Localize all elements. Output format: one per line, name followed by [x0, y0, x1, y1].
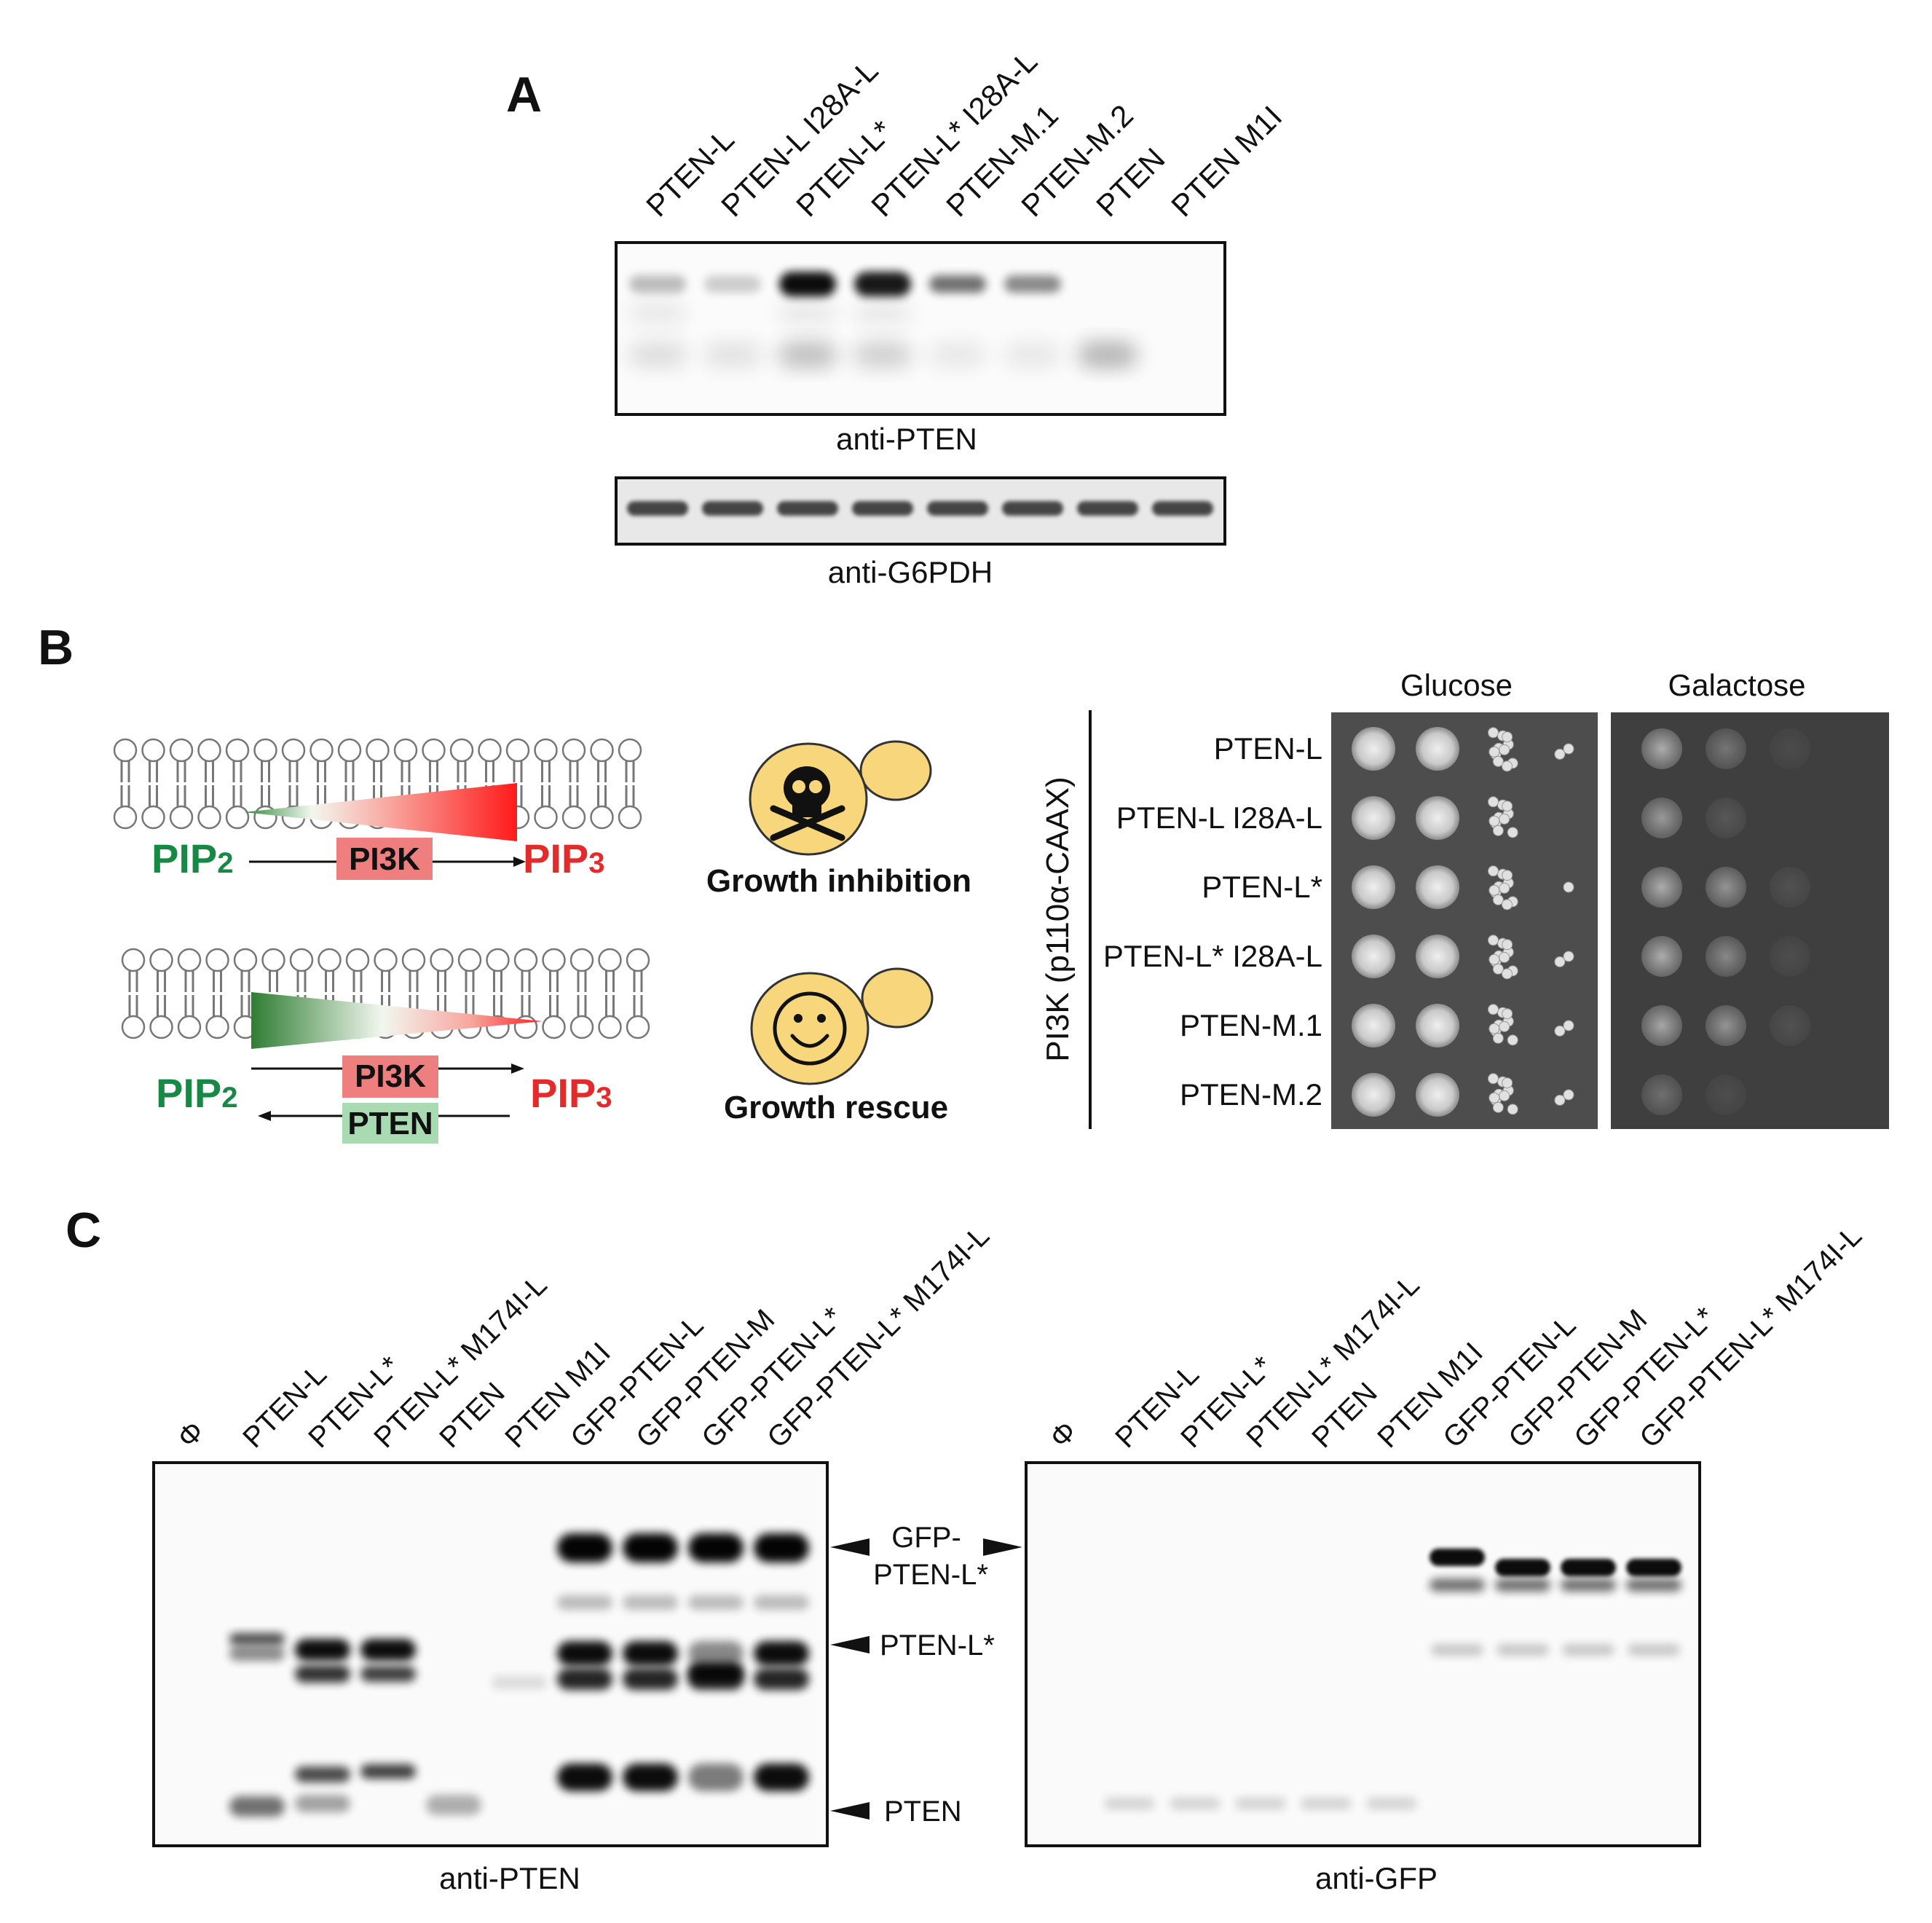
blot-anti-g6pdh [615, 476, 1226, 546]
media-galactose: Galactose [1668, 668, 1805, 702]
lane-label: Φ [1044, 1415, 1083, 1455]
pi3k-box-bottom: PI3K [355, 1058, 426, 1094]
spot-row-label: PTEN-L* [1202, 870, 1322, 904]
blot-anti-pten-a-label: anti-PTEN [836, 422, 977, 456]
lane-label: Φ [171, 1415, 210, 1455]
panel-a-label: A [506, 67, 542, 122]
blot-anti-pten-c-label: anti-PTEN [439, 1861, 580, 1895]
media-glucose: Glucose [1400, 668, 1513, 702]
growth-rescue-caption: Growth rescue [724, 1090, 948, 1125]
pi3k-vertical-label: PI3K (p110α-CAAX) [1040, 776, 1076, 1061]
marker-arrow-ptenl [830, 1636, 870, 1653]
growth-inhibition-caption: Growth inhibition [706, 863, 971, 899]
marker-arrow-gfp-right [983, 1538, 1022, 1556]
spot-row-label: PTEN-L [1214, 731, 1322, 766]
spot-row-label: PTEN-M.2 [1180, 1077, 1322, 1112]
pip2-label-bottom: PIP2 [156, 1070, 238, 1116]
pi3k-box-top: PI3K [349, 841, 420, 877]
marker-pten: PTEN [884, 1796, 962, 1828]
blot-anti-gfp-label: anti-GFP [1315, 1861, 1438, 1895]
spot-assay-row-labels: PTEN-L PTEN-L I28A-L PTEN-L* PTEN-L* I28A-L… [1103, 731, 1322, 1112]
glucose-plate [1331, 712, 1598, 1129]
skull-yeast-icon [749, 740, 932, 856]
galactose-plate [1611, 712, 1889, 1129]
blot-anti-gfp [1025, 1461, 1701, 1847]
spot-row-label: PTEN-L* I28A-L [1103, 939, 1322, 973]
smiley-yeast-icon [750, 967, 934, 1085]
pten-box-bottom: PTEN [347, 1106, 433, 1141]
pip3-label-top: PIP3 [523, 835, 605, 881]
marker-gfp-line1: GFP- [891, 1522, 961, 1554]
pip-gradient-bottom [251, 992, 543, 1049]
yeast-spots [1352, 727, 1810, 1117]
blot-anti-pten-c [152, 1461, 829, 1847]
marker-gfp-line2: PTEN-L* [873, 1559, 988, 1591]
panel-b-label: B [38, 620, 74, 675]
blot-anti-g6pdh-label: anti-G6PDH [828, 555, 993, 589]
pip3-label-bottom: PIP3 [530, 1070, 612, 1116]
panel-c-label: C [66, 1203, 101, 1258]
pip-gradient-top [244, 783, 517, 841]
marker-arrow-pten [830, 1802, 870, 1820]
blot-anti-pten-a [615, 241, 1226, 416]
spot-row-label: PTEN-L I28A-L [1116, 801, 1322, 835]
lane-label: PTEN M1I [1164, 99, 1288, 223]
marker-ptenl: PTEN-L* [880, 1629, 995, 1662]
spot-row-label: PTEN-M.1 [1180, 1008, 1322, 1042]
pip2-label-top: PIP2 [151, 835, 234, 881]
marker-arrow-gfp-left [830, 1538, 870, 1556]
